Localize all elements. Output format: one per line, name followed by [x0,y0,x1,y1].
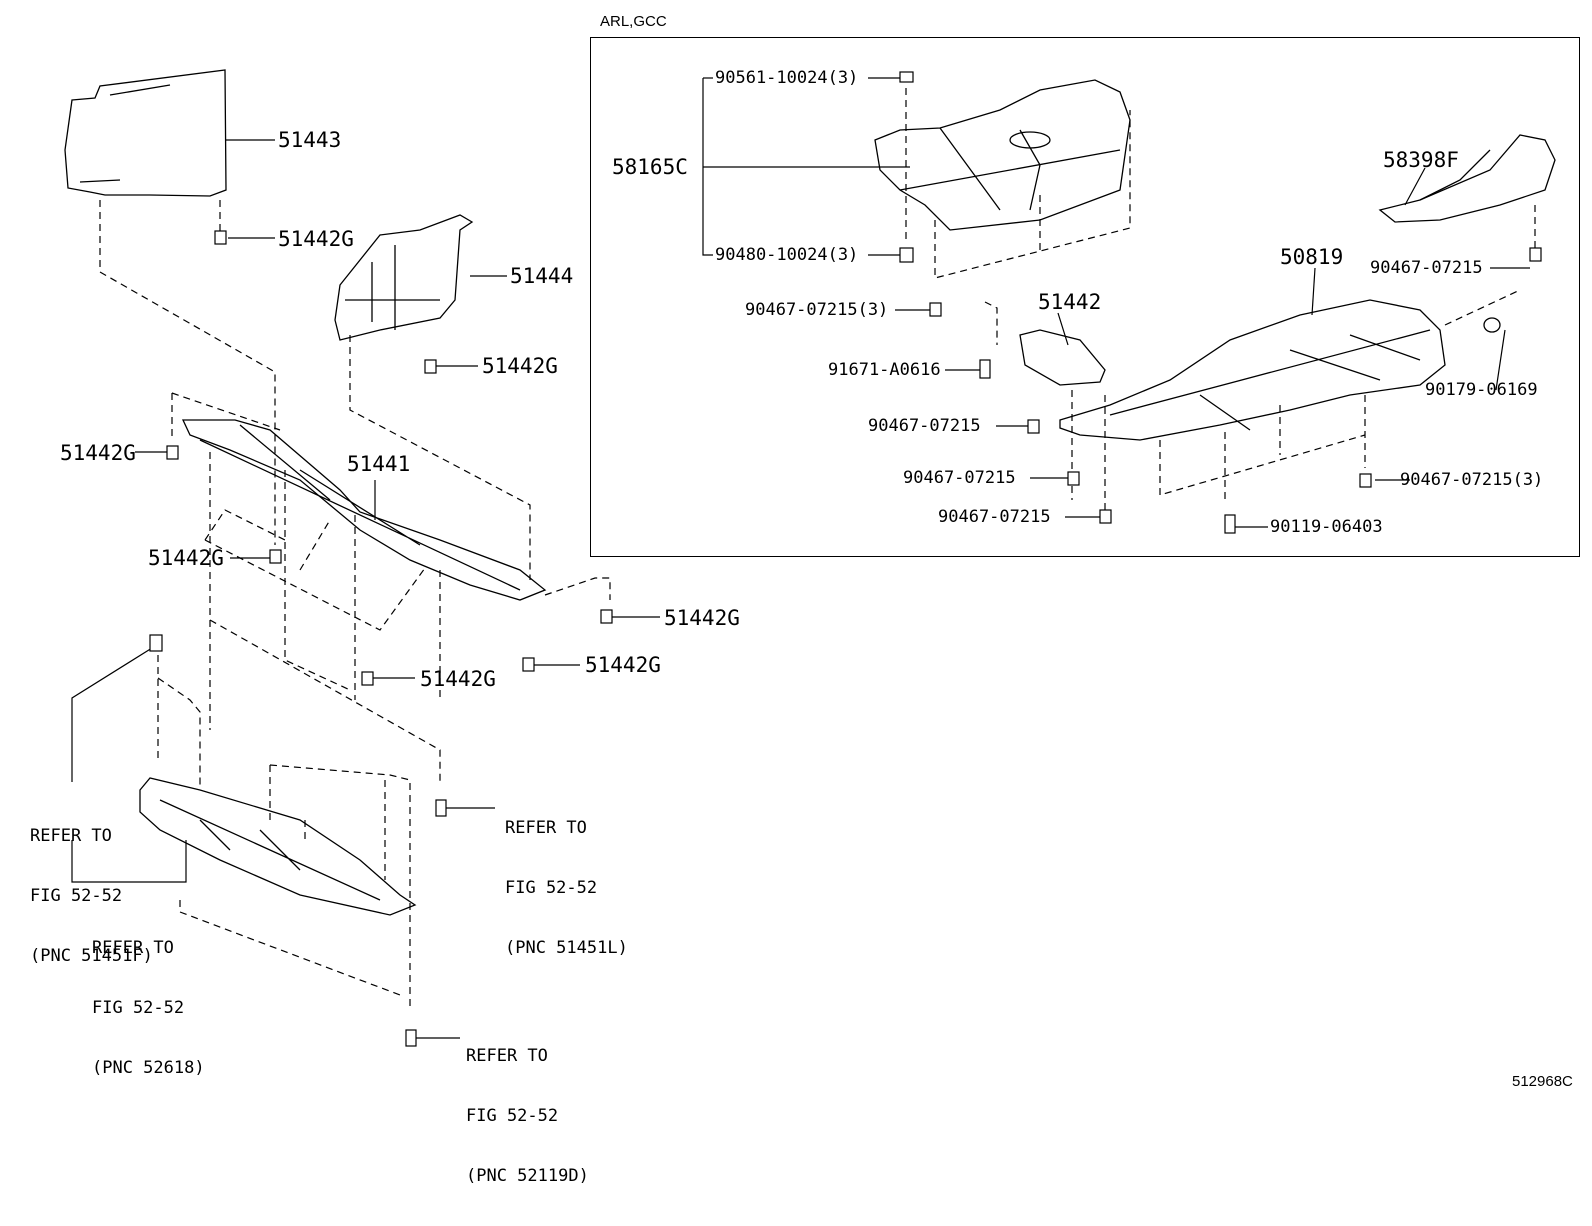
part-label: 51442 [1038,290,1102,314]
part-label: 51442G [148,546,224,570]
part-51444-shape [334,214,474,341]
part-51442-shape [1019,329,1106,386]
part-label: 90467-07215(3) [745,300,889,320]
part-label: 51442G [585,653,661,677]
clip-icon [149,634,163,652]
part-label: 90467-07215 [903,468,1016,488]
part-label: 51442G [664,606,740,630]
part-lower-cover-shape [139,777,417,916]
diagram-drawing [64,69,1556,1047]
clip-icon [929,302,942,317]
part-label: 51441 [347,452,411,476]
clip-icon [424,359,437,374]
clip-icon [269,549,282,564]
bolt-icon [1224,514,1236,534]
part-51441-shape [181,419,547,601]
part-label: 90561-10024(3) [715,68,859,88]
part-label: 51443 [278,128,342,152]
bolt-icon [405,1029,417,1047]
part-label: 90119-06403 [1270,517,1383,537]
part-label: 51442G [60,441,136,465]
part-51443-shape [64,69,227,197]
clip-icon [214,230,227,245]
clip-icon [899,247,914,263]
part-label: 90179-06169 [1425,380,1538,400]
part-label: 90467-07215 [868,416,981,436]
clip-icon [361,671,374,686]
parts-diagram: ARL,GCC 51443 51442G 51444 51442G 51442G… [30,13,1580,1186]
clip-icon [1067,471,1080,486]
part-label: 51444 [510,264,574,288]
inset-title: ARL,GCC [600,13,667,30]
clip-icon [600,609,613,624]
bolt-icon [979,359,991,379]
part-label: 58398F [1383,148,1459,172]
part-label: 51442G [278,227,354,251]
part-label: 58165C [612,155,688,179]
clip-icon [899,71,914,83]
bolt-icon [435,799,447,817]
clip-icon [522,657,535,672]
part-58398f-shape [1378,134,1556,223]
clip-icon [1099,509,1112,524]
part-label: 51442G [420,667,496,691]
part-label: 90467-07215(3) [1400,470,1544,490]
part-label: 51442G [482,354,558,378]
part-label: 90467-07215 [1370,258,1483,278]
inset-frame [590,37,1580,557]
part-58165c-shape [874,79,1131,231]
part-label: 50819 [1280,245,1344,269]
clip-icon [166,445,179,460]
part-label: 91671-A0616 [828,360,941,380]
part-label: 90467-07215 [938,507,1051,527]
clip-icon [1359,473,1372,488]
reference-note: REFER TO FIG 52-52 (PNC 52119D) [466,1046,589,1186]
reference-note: REFER TO FIG 52-52 (PNC 51451L) [505,818,628,958]
clip-icon [1529,247,1542,262]
clip-icon [1027,419,1040,434]
reference-note: REFER TO FIG 52-52 (PNC 52618) [92,938,205,1078]
part-label: 90480-10024(3) [715,245,859,265]
reference-note: REFER TO FIG 52-52 (PNC 51451F) [30,826,153,966]
diagram-id: 512968C [1512,1073,1573,1090]
part-50819-shape [1059,299,1446,441]
